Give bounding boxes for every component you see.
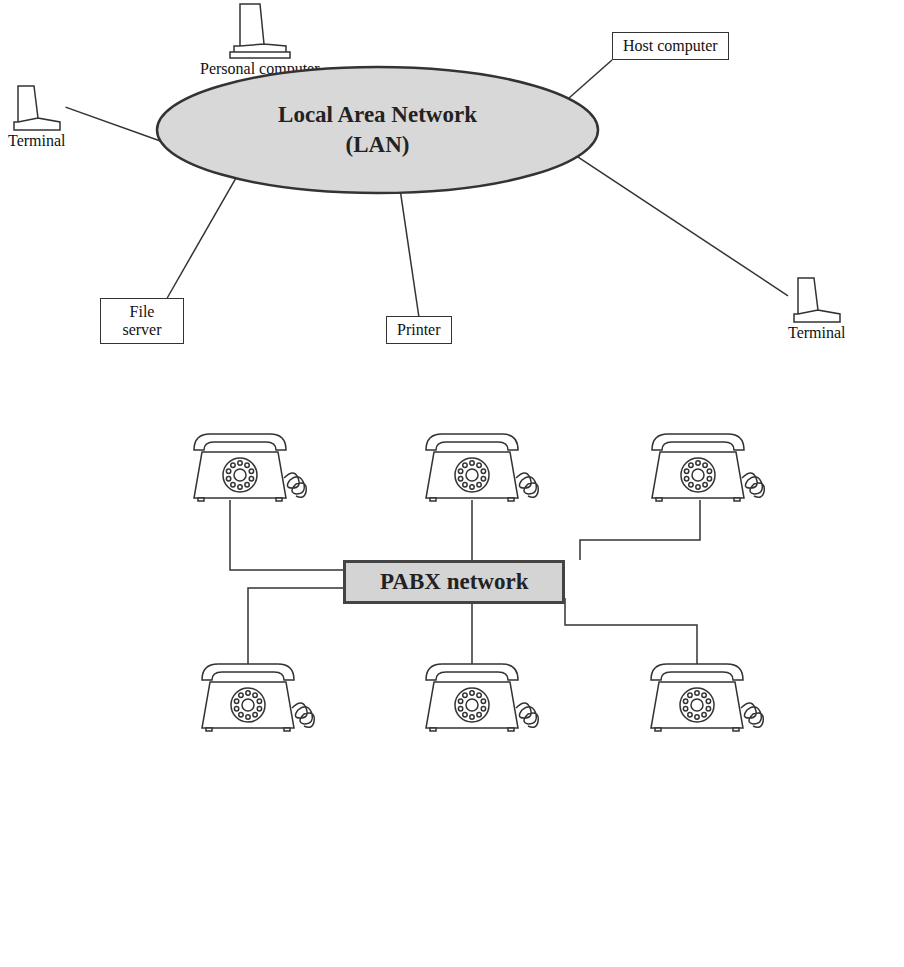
network-link xyxy=(568,60,612,99)
telephone-icon xyxy=(651,664,763,731)
telephone-icon xyxy=(426,664,538,731)
node-label: Terminal xyxy=(788,324,846,342)
device-box: File server xyxy=(100,298,184,344)
telephone-icon xyxy=(652,434,764,501)
phone-wire xyxy=(580,500,700,560)
phone-wire xyxy=(230,500,343,570)
network-link xyxy=(66,107,161,141)
phone-wire xyxy=(471,598,473,665)
terminal-icon xyxy=(790,276,844,324)
node-label: Local Area Network (LAN) xyxy=(263,100,493,160)
telephone-icon xyxy=(194,434,306,501)
terminal-node: Terminal xyxy=(8,84,66,150)
node-label: Printer xyxy=(397,321,441,339)
phone-wire xyxy=(565,598,697,665)
network-ellipse: Local Area Network (LAN) xyxy=(155,65,600,195)
network-link xyxy=(401,193,419,316)
pabx-box: PABX network xyxy=(343,560,565,604)
network-link xyxy=(167,178,236,298)
node-label: PABX network xyxy=(380,569,528,595)
phone-wire xyxy=(471,500,473,560)
telephone-icon xyxy=(426,434,538,501)
phone-wire xyxy=(248,588,343,665)
device-box: Host computer xyxy=(612,32,729,60)
computer-node: Personal computer xyxy=(200,0,320,78)
node-label: Terminal xyxy=(8,132,66,150)
terminal-icon xyxy=(10,84,64,132)
node-label: File server xyxy=(111,303,173,339)
telephone-icon xyxy=(202,664,314,731)
ellipse-outline xyxy=(155,65,600,195)
network-link xyxy=(577,157,788,296)
node-label: Host computer xyxy=(623,37,718,55)
terminal-node: Terminal xyxy=(788,276,846,342)
computer-icon xyxy=(226,0,294,60)
device-box: Printer xyxy=(386,316,452,344)
